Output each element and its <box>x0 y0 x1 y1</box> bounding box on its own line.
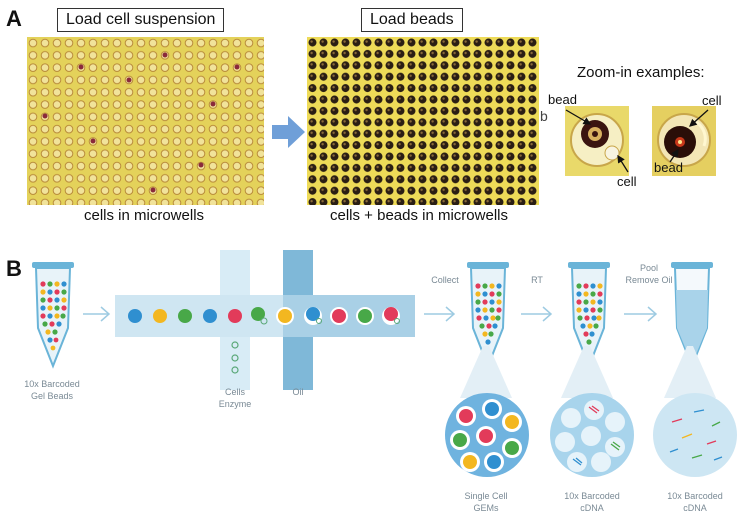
collect-arrow-icon <box>424 306 456 322</box>
bead-microwell-array <box>307 37 539 205</box>
gems-caption: Single Cell GEMs <box>456 490 516 514</box>
cell-microwell-image <box>27 37 264 205</box>
cells-in-microwells-caption: cells in microwells <box>84 207 205 224</box>
zoom-pointer-arrows <box>565 109 709 173</box>
enzyme-caption: Enzyme <box>218 399 252 409</box>
cells-beads-in-microwells-caption: cells + beads in microwells <box>330 207 508 224</box>
load-cell-suspension-label: Load cell suspension <box>57 8 225 32</box>
remove-oil-label: Remove Oil <box>625 275 673 285</box>
gel-beads-tube <box>28 262 78 372</box>
magnification-cones <box>460 346 716 398</box>
zoom-example-2-image <box>652 106 716 176</box>
load-beads-label: Load beads <box>361 8 463 32</box>
gems-detail-circle <box>444 392 530 478</box>
cdna-detail-circle <box>549 392 635 478</box>
microfluidic-chip <box>115 250 415 390</box>
cdna-caption-line1: 10x Barcoded <box>564 491 620 501</box>
pool-remove-oil-label: Pool Remove Oil <box>624 262 674 286</box>
pooled-cdna-caption-line1: 10x Barcoded <box>667 491 723 501</box>
cdna-caption: 10x Barcoded cDNA <box>560 490 624 514</box>
gems-caption-line1: Single Cell <box>464 491 508 501</box>
gel-beads-caption-line2: Gel Beads <box>30 391 74 401</box>
zoom-example-1-image <box>565 106 629 176</box>
zoom1-bead-label: bead <box>548 92 577 107</box>
pooled-cdna-caption: 10x Barcoded cDNA <box>663 490 727 514</box>
flow-arrow-icon <box>83 306 111 322</box>
right-arrow-icon <box>272 115 306 149</box>
cell-microwell-array <box>27 37 264 205</box>
gems-caption-line2: GEMs <box>473 503 499 513</box>
cdna-tube <box>564 262 614 372</box>
collect-label: Collect <box>431 275 459 285</box>
oil-caption: Oil <box>292 387 304 397</box>
panel-b-letter: B <box>6 256 22 281</box>
cells-caption: Cells <box>224 387 245 397</box>
zoom1-cell-label: cell <box>617 174 637 189</box>
zoom2-cell-label: cell <box>702 93 722 108</box>
pool-label: Pool <box>639 263 658 273</box>
pooled-cdna-detail-circle <box>652 392 738 478</box>
rt-label: RT <box>531 275 543 285</box>
pool-arrow-icon <box>624 306 658 322</box>
gems-tube <box>463 262 513 372</box>
rt-arrow-icon <box>521 306 553 322</box>
panel-a-letter: A <box>6 6 22 31</box>
gel-beads-caption: 10x Barcoded Gel Beads <box>22 378 82 402</box>
zoom2-bead-label: bead <box>654 160 683 175</box>
bead-microwell-image <box>307 37 539 205</box>
zoom-in-examples-title: Zoom-in examples: <box>577 64 705 81</box>
cells-enzyme-caption: Cells Enzyme <box>215 386 255 410</box>
pooled-cdna-tube <box>667 262 717 372</box>
stray-letter: b <box>540 108 548 124</box>
pooled-cdna-caption-line2: cDNA <box>683 503 707 513</box>
gel-beads-caption-line1: 10x Barcoded <box>24 379 80 389</box>
cdna-caption-line2: cDNA <box>580 503 604 513</box>
